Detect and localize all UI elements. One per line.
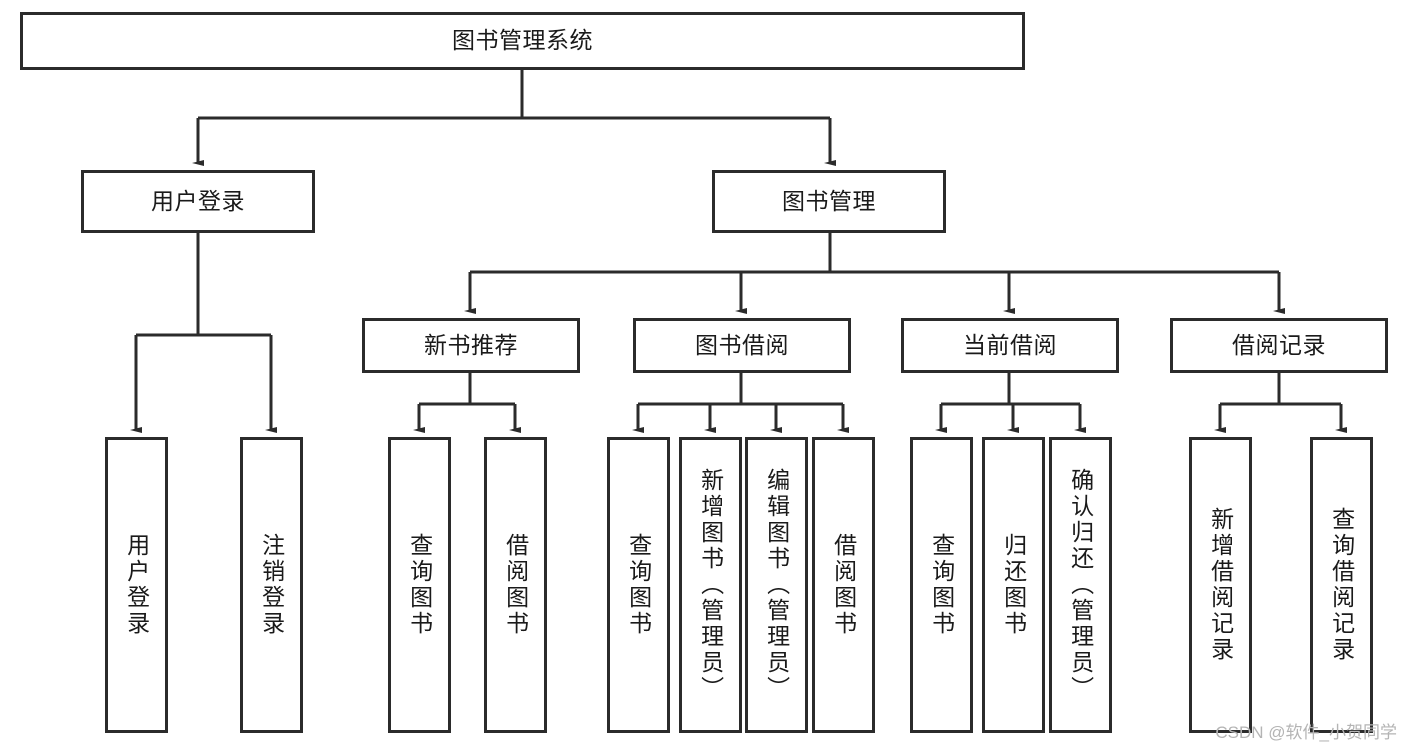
node-book-manage-label: 图书管理 xyxy=(782,187,876,214)
node-leaf-newbook-query-book[interactable]: 查询图书 xyxy=(388,437,451,733)
node-leaf-record-query[interactable]: 查询借阅记录 xyxy=(1310,437,1373,733)
node-leaf-newbook-borrow-book[interactable]: 借阅图书 xyxy=(484,437,547,733)
node-leaf-currentborrow-confirm-return[interactable]: 确认归还（管理员） xyxy=(1049,437,1112,733)
node-leaf-bookborrow-add-book[interactable]: 新增图书（管理员） xyxy=(679,437,742,733)
node-new-book-recommend-label: 新书推荐 xyxy=(424,331,518,358)
node-leaf-newbook-query-book-label: 查询图书 xyxy=(406,533,433,637)
node-leaf-bookborrow-borrow-book[interactable]: 借阅图书 xyxy=(812,437,875,733)
node-book-borrow-label: 图书借阅 xyxy=(695,331,789,358)
node-new-book-recommend[interactable]: 新书推荐 xyxy=(362,318,580,373)
node-leaf-bookborrow-borrow-book-label: 借阅图书 xyxy=(830,533,857,637)
node-leaf-bookborrow-query-book-label: 查询图书 xyxy=(625,533,652,637)
node-leaf-user-login[interactable]: 用户登录 xyxy=(105,437,168,733)
node-leaf-record-add-label: 新增借阅记录 xyxy=(1207,507,1234,663)
node-leaf-currentborrow-query-book[interactable]: 查询图书 xyxy=(910,437,973,733)
node-leaf-currentborrow-return-book-label: 归还图书 xyxy=(1000,533,1027,637)
node-leaf-currentborrow-confirm-return-label: 确认归还（管理员） xyxy=(1067,468,1094,702)
node-leaf-bookborrow-edit-book[interactable]: 编辑图书（管理员） xyxy=(745,437,808,733)
node-book-manage[interactable]: 图书管理 xyxy=(712,170,946,233)
node-leaf-user-logout[interactable]: 注销登录 xyxy=(240,437,303,733)
node-root-system-label: 图书管理系统 xyxy=(452,27,593,54)
node-leaf-bookborrow-edit-book-label: 编辑图书（管理员） xyxy=(763,468,790,702)
node-book-borrow[interactable]: 图书借阅 xyxy=(633,318,851,373)
node-leaf-bookborrow-query-book[interactable]: 查询图书 xyxy=(607,437,670,733)
node-leaf-record-query-label: 查询借阅记录 xyxy=(1328,507,1355,663)
node-root-system[interactable]: 图书管理系统 xyxy=(20,12,1025,70)
node-leaf-user-logout-label: 注销登录 xyxy=(258,533,285,637)
node-leaf-record-add[interactable]: 新增借阅记录 xyxy=(1189,437,1252,733)
node-current-borrow[interactable]: 当前借阅 xyxy=(901,318,1119,373)
node-leaf-currentborrow-return-book[interactable]: 归还图书 xyxy=(982,437,1045,733)
csdn-watermark: CSDN @软件_小贺同学 xyxy=(1215,723,1397,742)
node-leaf-newbook-borrow-book-label: 借阅图书 xyxy=(502,533,529,637)
node-leaf-bookborrow-add-book-label: 新增图书（管理员） xyxy=(697,468,724,702)
node-user-login-label: 用户登录 xyxy=(151,187,245,214)
node-current-borrow-label: 当前借阅 xyxy=(963,331,1057,358)
node-borrow-record-label: 借阅记录 xyxy=(1232,331,1326,358)
node-leaf-user-login-label: 用户登录 xyxy=(123,533,150,637)
node-leaf-currentborrow-query-book-label: 查询图书 xyxy=(928,533,955,637)
node-borrow-record[interactable]: 借阅记录 xyxy=(1170,318,1388,373)
node-user-login[interactable]: 用户登录 xyxy=(81,170,315,233)
